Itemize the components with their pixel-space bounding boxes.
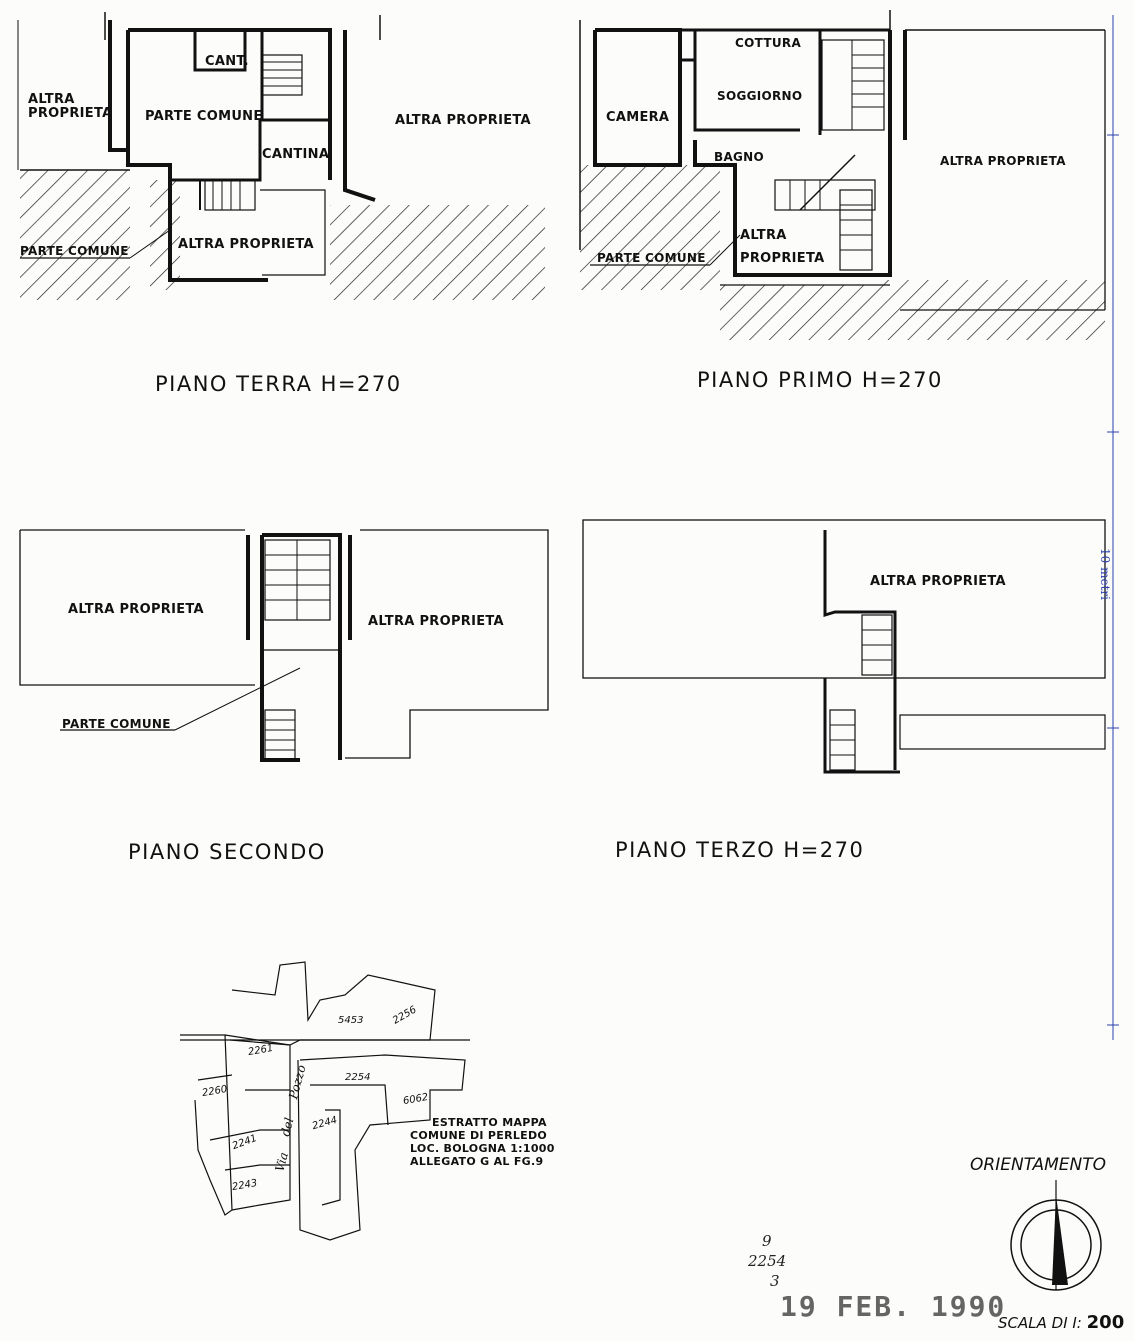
title-piano-terra: PIANO TERRA H=270 bbox=[155, 372, 402, 396]
map-extract-caption: ESTRATTO MAPPA COMUNE DI PERLEDO LOC. BO… bbox=[410, 1116, 555, 1168]
handwritten-note: 3 bbox=[770, 1272, 780, 1290]
cadastral-map-extract bbox=[180, 961, 470, 1241]
ruler-label: 10 metri bbox=[1098, 548, 1112, 600]
label-parte-comune: PARTE COMUNE bbox=[597, 251, 706, 265]
label-soggiorno: SOGGIORNO bbox=[717, 89, 803, 103]
label-cottura: COTTURA bbox=[735, 36, 802, 50]
orientation-label: ORIENTAMENTO bbox=[970, 1155, 1107, 1175]
scale-label: SCALA DI I: 200 bbox=[998, 1312, 1125, 1333]
piano-secondo-plan bbox=[19, 529, 549, 762]
label-altra-proprieta: ALTRA PROPRIETA bbox=[395, 113, 531, 128]
label-bagno: BAGNO bbox=[714, 150, 765, 164]
label-altra-proprieta: ALTRA PROPRIETA bbox=[178, 237, 314, 252]
title-piano-secondo: PIANO SECONDO bbox=[128, 840, 326, 864]
piano-terra-plan bbox=[17, 12, 545, 300]
scale-ruler bbox=[1107, 15, 1119, 1040]
handwritten-note: 2254 bbox=[748, 1252, 787, 1270]
label-altra-proprieta: ALTRA PROPRIETA bbox=[368, 614, 504, 629]
label-cant: CANT. bbox=[205, 54, 249, 69]
piano-terzo-plan bbox=[582, 519, 1106, 774]
title-piano-terzo: PIANO TERZO H=270 bbox=[615, 838, 865, 862]
piano-primo-plan bbox=[579, 10, 1106, 340]
label-altra-proprieta: ALTRA PROPRIETA bbox=[940, 154, 1066, 168]
label-parte-comune: PARTE COMUNE bbox=[20, 244, 129, 258]
compass-rose bbox=[1010, 1180, 1102, 1291]
label-altra-proprieta: ALTRA PROPRIETA bbox=[870, 574, 1006, 589]
label-cantina: CANTINA bbox=[262, 147, 330, 162]
title-piano-primo: PIANO PRIMO H=270 bbox=[697, 368, 943, 392]
label-altra-proprieta: ALTRA PROPRIETA bbox=[68, 602, 204, 617]
label-parte-comune: PARTE COMUNE bbox=[145, 109, 263, 124]
parcel-number: 2254 bbox=[345, 1072, 371, 1083]
parcel-number: 5453 bbox=[338, 1015, 364, 1026]
label-parte-comune: PARTE COMUNE bbox=[62, 717, 171, 731]
date-stamp: 19 FEB. 1990 bbox=[780, 1290, 1007, 1323]
handwritten-note: 9 bbox=[762, 1232, 772, 1250]
label-camera: CAMERA bbox=[606, 110, 670, 125]
